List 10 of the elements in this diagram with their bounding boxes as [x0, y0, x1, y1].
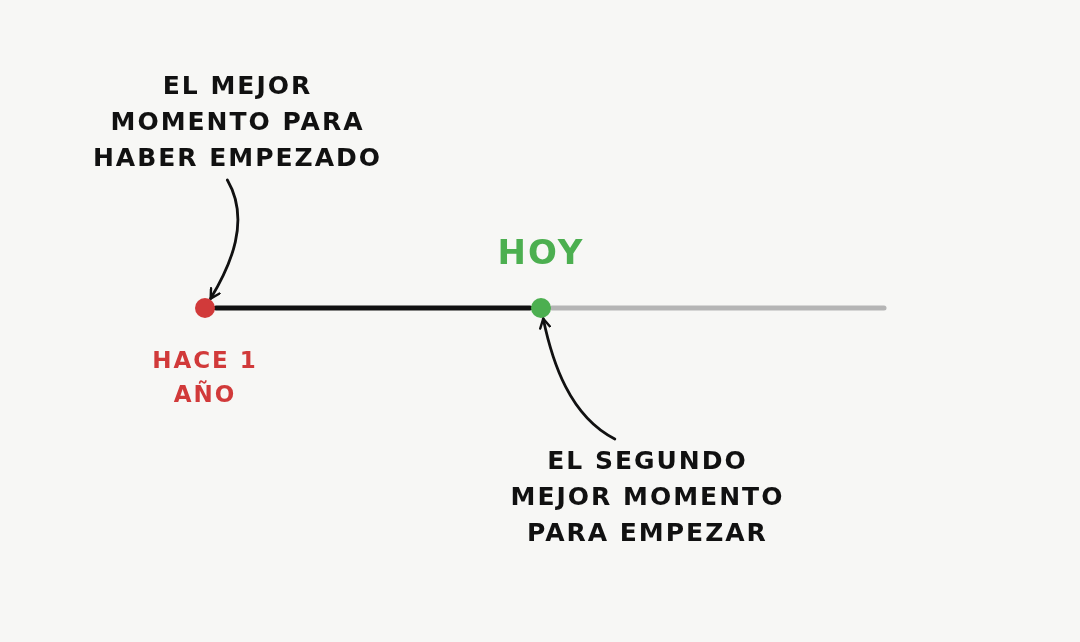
timeline-segment — [213, 305, 533, 311]
timeline-segment — [549, 305, 887, 311]
time-label: HOY — [496, 231, 586, 274]
time-dot — [195, 298, 215, 318]
note-text: EL MEJOR MOMENTO PARA HABER EMPEZADO — [85, 68, 390, 176]
note-text: EL SEGUNDO MEJOR MOMENTO PARA EMPEZAR — [495, 443, 800, 551]
leader-arrow — [209, 178, 240, 300]
leader-arrow — [539, 317, 617, 441]
time-label: HACE 1 AÑO — [152, 346, 258, 409]
time-dot — [531, 298, 551, 318]
